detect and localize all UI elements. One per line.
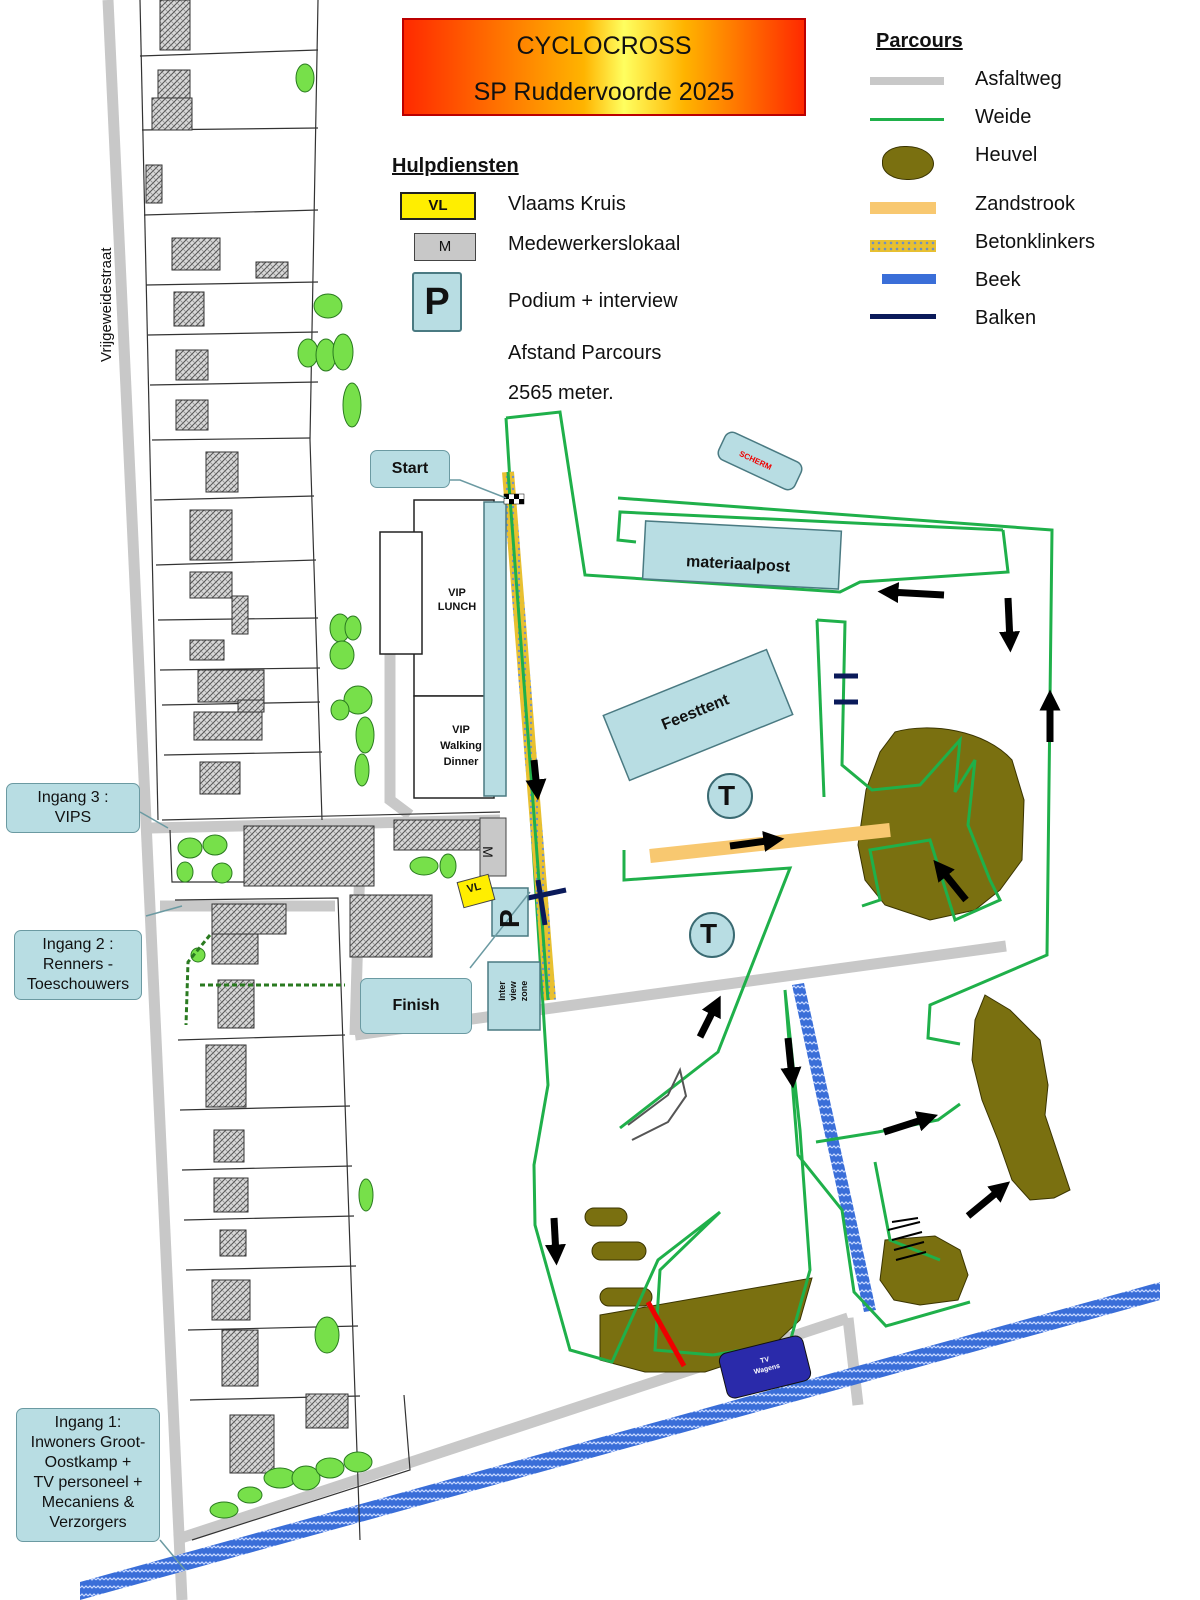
toilet-label-2: T [700,918,718,949]
vip-dinner-label: VIP Walking Dinner [440,724,482,768]
parcours-header: Parcours [876,30,963,52]
legend-grass-label: Weide [975,106,1032,128]
entrance-2-callout: Ingang 2 : Renners - Toeschouwers [14,930,142,1000]
chicane-barrier [627,1066,688,1141]
legend-medic-icon: M [414,233,476,261]
vl-box [456,873,496,909]
legend-sand-label: Zandstrook [975,193,1076,215]
hedge [184,934,345,1026]
hills [584,727,1071,1373]
legend-podium-icon: P [412,272,462,332]
legend-sand-swatch [870,202,936,214]
legend-hill-swatch [882,146,934,180]
legend-beam-label: Balken [975,307,1037,329]
lot-lines [139,0,501,1541]
podium-label: P [494,909,525,928]
medic-label: M [479,846,496,858]
toilet-label-1: T [718,780,736,811]
vip-lunch-label: VIP LUNCH [437,587,477,613]
legend-vl-label: Vlaams Kruis [508,193,626,215]
legend-creek-swatch [882,274,936,284]
legend-asphalt-label: Asfaltweg [975,68,1062,90]
tv-wagon [718,1335,812,1399]
finish-callout: Finish [360,978,472,1034]
street-name: Vrijgeweidestraat [98,247,115,363]
start-flag [503,493,525,505]
legend-pavement-swatch [870,240,936,252]
trees [176,63,457,1519]
entrance-3-callout: Ingang 3 : VIPS [6,783,140,833]
houses [145,0,481,1474]
red-marker-line [645,1300,687,1368]
direction-arrows [525,582,1061,1266]
creeks [80,983,1160,1600]
tents [379,431,843,1031]
interview-zone-label: Inter view zone [497,980,529,1002]
legend-creek-label: Beek [975,269,1021,291]
beams [527,673,858,926]
title-line-1: CYCLOCROSS [516,32,692,60]
distance-value: 2565 meter. [508,382,614,404]
legend-medic-label: Medewerkerslokaal [508,233,681,255]
legend-vl-icon: VL [400,192,476,220]
legend-beam-swatch [870,314,936,319]
legend-hill-label: Heuvel [975,144,1038,166]
legend-grass-swatch [870,118,944,121]
start-callout: Start [370,450,450,488]
hulpdiensten-header: Hulpdiensten [392,155,519,177]
distance-label: Afstand Parcours [508,342,662,364]
medic-box [479,817,507,877]
legend-asphalt-swatch [870,77,944,85]
title-line-2: SP Ruddervoorde 2025 [473,78,735,106]
title-banner: CYCLOCROSS SP Ruddervoorde 2025 [402,18,806,116]
legend-podium-label: Podium + interview [508,290,678,312]
legend-pavement-label: Betonklinkers [975,231,1096,253]
ramp-steps [887,1217,927,1261]
entrance-1-callout: Ingang 1: Inwoners Groot- Oostkamp + TV … [16,1408,160,1542]
toilet-markers [689,773,753,958]
